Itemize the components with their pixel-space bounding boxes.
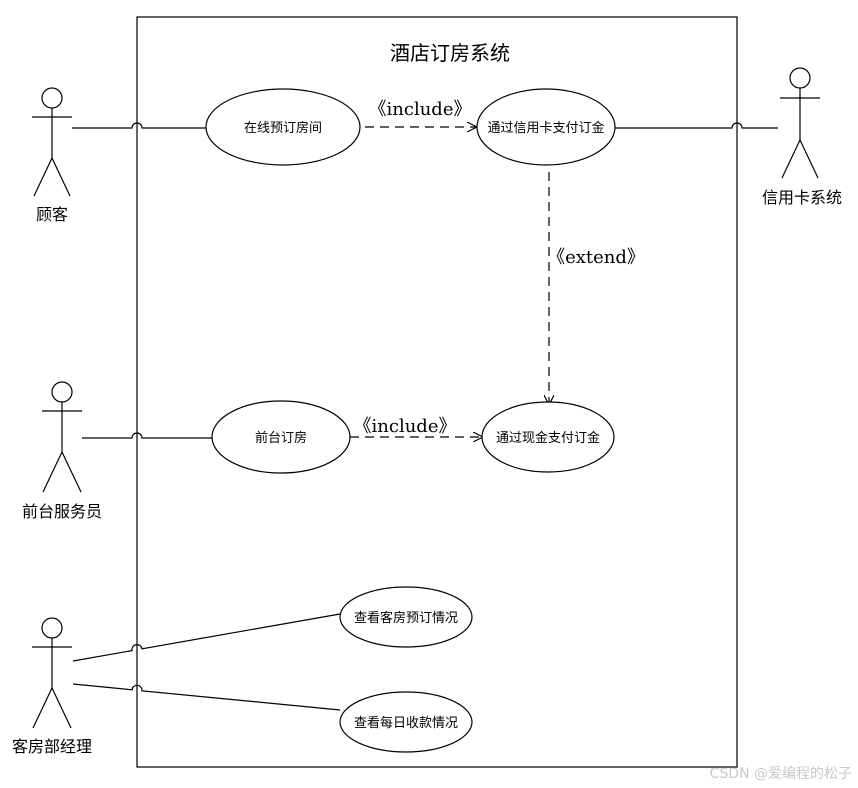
use-case-view-daily-revenue: 查看每日收款情况 xyxy=(339,691,473,753)
extend-label: 《extend》 xyxy=(547,247,645,268)
include-label-2: 《include》 xyxy=(354,416,457,437)
svg-text:查看每日收款情况: 查看每日收款情况 xyxy=(354,715,458,731)
use-case-view-booking-status: 查看客房预订情况 xyxy=(339,586,473,648)
association-manager-view-revenue xyxy=(72,683,341,711)
actor-head xyxy=(51,381,73,403)
association-credit-system xyxy=(612,122,778,129)
system-boundary xyxy=(136,16,738,768)
watermark: CSDN @爱编程的松子 xyxy=(710,766,852,782)
actor-head xyxy=(41,87,63,109)
actor-customer-label: 顾客 xyxy=(36,205,68,224)
association-manager-view-booking xyxy=(72,613,341,662)
svg-text:通过现金支付订金: 通过现金支付订金 xyxy=(496,430,600,446)
actor-front-desk: 前台服务员 xyxy=(22,381,102,521)
include-label-1: 《include》 xyxy=(369,99,472,120)
actor-credit-system: 信用卡系统 xyxy=(762,67,842,207)
use-case-cash-deposit: 通过现金支付订金 xyxy=(481,401,615,473)
actor-credit-system-label: 信用卡系统 xyxy=(762,188,842,207)
svg-text:前台订房: 前台订房 xyxy=(255,430,307,446)
svg-text:在线预订房间: 在线预订房间 xyxy=(244,120,322,136)
actor-manager-label: 客房部经理 xyxy=(12,737,92,756)
system-title: 酒店订房系统 xyxy=(390,41,510,65)
actor-customer: 顾客 xyxy=(32,87,72,224)
use-case-online-booking: 在线预订房间 xyxy=(205,88,361,166)
use-case-credit-card-deposit: 通过信用卡支付订金 xyxy=(476,88,616,166)
svg-text:通过信用卡支付订金: 通过信用卡支付订金 xyxy=(487,120,604,136)
actor-head xyxy=(41,617,63,639)
association-front-desk-booking xyxy=(82,432,212,439)
association-customer-online-booking xyxy=(72,122,206,129)
svg-text:查看客房预订情况: 查看客房预订情况 xyxy=(354,610,458,626)
actor-head xyxy=(789,67,811,89)
actor-manager: 客房部经理 xyxy=(12,617,92,756)
use-case-front-desk-booking: 前台订房 xyxy=(211,400,351,474)
actor-front-desk-label: 前台服务员 xyxy=(22,502,102,521)
